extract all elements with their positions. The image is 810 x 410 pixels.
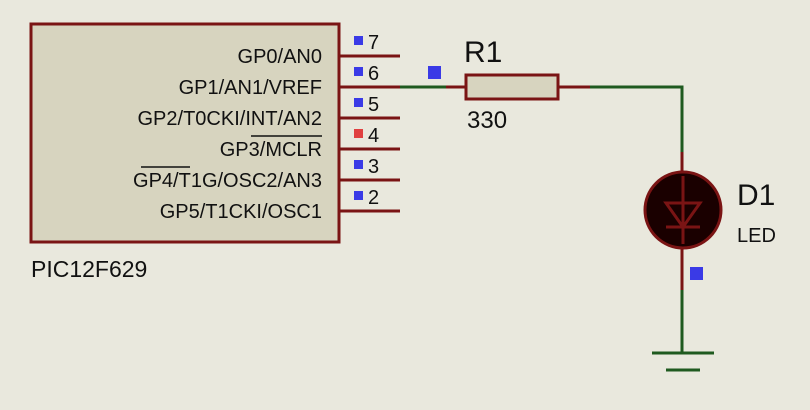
node-marker-led: [690, 267, 703, 280]
pin-2-number: 2: [368, 187, 379, 209]
pin-7-label: GP0/AN0: [238, 46, 322, 68]
pin-labels: GP0/AN0 GP1/AN1/VREF GP2/T0CKI/INT/AN2 G…: [133, 46, 322, 223]
led-d1[interactable]: [643, 152, 723, 290]
pin-lines: [339, 54, 400, 213]
resistor-body[interactable]: [464, 73, 560, 101]
pin-6-marker: [354, 67, 363, 76]
pin-4-label: GP3/MCLR: [220, 139, 322, 161]
pin-7-number: 7: [368, 32, 379, 54]
pin-2-marker: [354, 191, 363, 200]
pin-4-marker: [354, 129, 363, 138]
pin-numbers: 7 6 5 4 3 2: [368, 32, 379, 209]
resistor-designator: R1: [464, 36, 502, 69]
pin-3-label: GP4/T1G/OSC2/AN3: [133, 170, 322, 192]
pin-5-label: GP2/T0CKI/INT/AN2: [138, 108, 323, 130]
resistor-value: 330: [467, 107, 507, 134]
microcontroller-body[interactable]: [29, 22, 341, 244]
pin-6-label: GP1/AN1/VREF: [179, 77, 322, 99]
wires: [400, 85, 684, 352]
overbars: [141, 135, 322, 168]
pin-5-marker: [354, 98, 363, 107]
led-type: LED: [737, 225, 776, 247]
pin-4-number: 4: [368, 125, 379, 147]
pin-3-number: 3: [368, 156, 379, 178]
pin-6-number: 6: [368, 63, 379, 85]
led-designator: D1: [737, 179, 775, 212]
pin-5-number: 5: [368, 94, 379, 116]
pin-3-marker: [354, 160, 363, 169]
pin-2-label: GP5/T1CKI/OSC1: [160, 201, 322, 223]
ground-symbol[interactable]: [652, 351, 714, 372]
node-marker-r1: [428, 66, 441, 79]
pin-markers: [354, 36, 363, 200]
pin-7-marker: [354, 36, 363, 45]
microcontroller-part-name: PIC12F629: [31, 256, 147, 282]
wire-r1-to-led[interactable]: [558, 85, 684, 152]
resistor-r1[interactable]: [446, 73, 590, 101]
